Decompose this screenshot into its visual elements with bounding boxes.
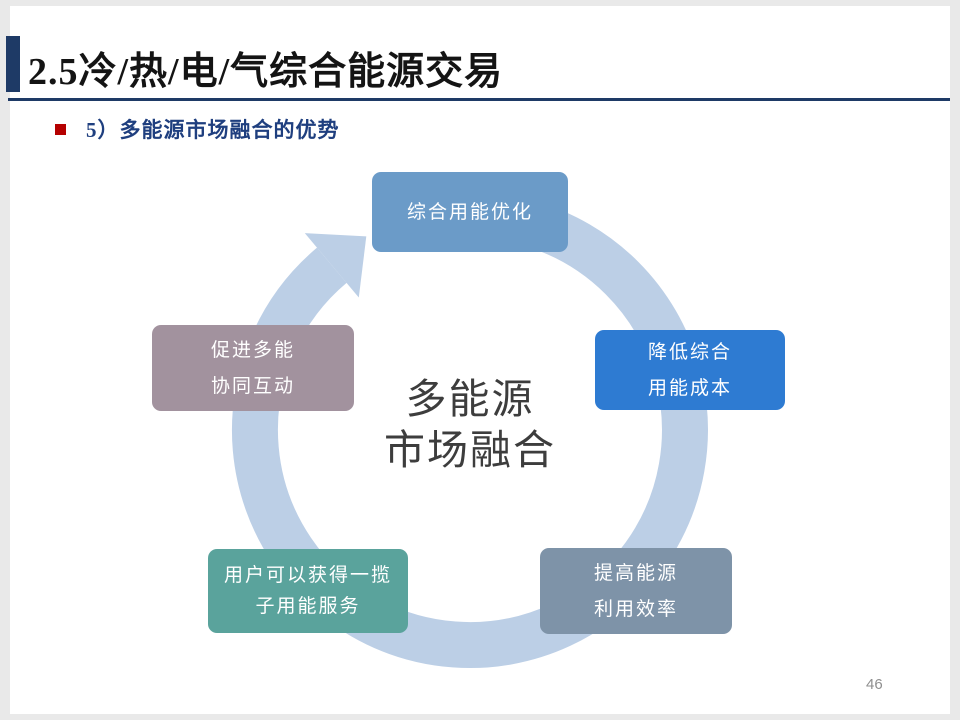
node-one-stop-service: 用户可以获得一揽 子用能服务 [208,549,408,633]
node-label: 用户可以获得一揽 [223,565,392,586]
node-label: 协同互动 [210,375,295,397]
title-accent-bar [6,36,20,92]
node-label: 用能成本 [647,377,732,399]
node-label: 综合用能优化 [406,201,533,223]
center-label-line1: 多能源 [405,376,535,422]
center-label-line2: 市场融合 [384,427,556,474]
node-multi-energy-coordination: 促进多能 协同互动 [152,325,354,411]
node-integrated-energy-optimization: 综合用能优化 [372,172,568,252]
bullet-row: 5）多能源市场融合的优势 [55,114,340,144]
node-label: 利用效率 [593,598,678,620]
node-label: 子用能服务 [255,596,361,617]
title-underline [8,98,950,101]
node-label: 提高能源 [593,562,678,584]
diagram-center-label: 多能源 市场融合 [350,374,590,477]
node-label: 降低综合 [647,341,732,363]
slide-title: 2.5冷/热/电/气综合能源交易 [28,51,504,93]
slide-background [10,6,950,714]
page-number: 46 [866,676,883,693]
node-improve-efficiency: 提高能源 利用效率 [540,548,732,634]
node-lower-energy-cost: 降低综合 用能成本 [595,330,785,410]
node-label: 促进多能 [210,339,295,361]
bullet-heading: 5）多能源市场融合的优势 [86,118,340,142]
bullet-square-icon [55,123,66,135]
